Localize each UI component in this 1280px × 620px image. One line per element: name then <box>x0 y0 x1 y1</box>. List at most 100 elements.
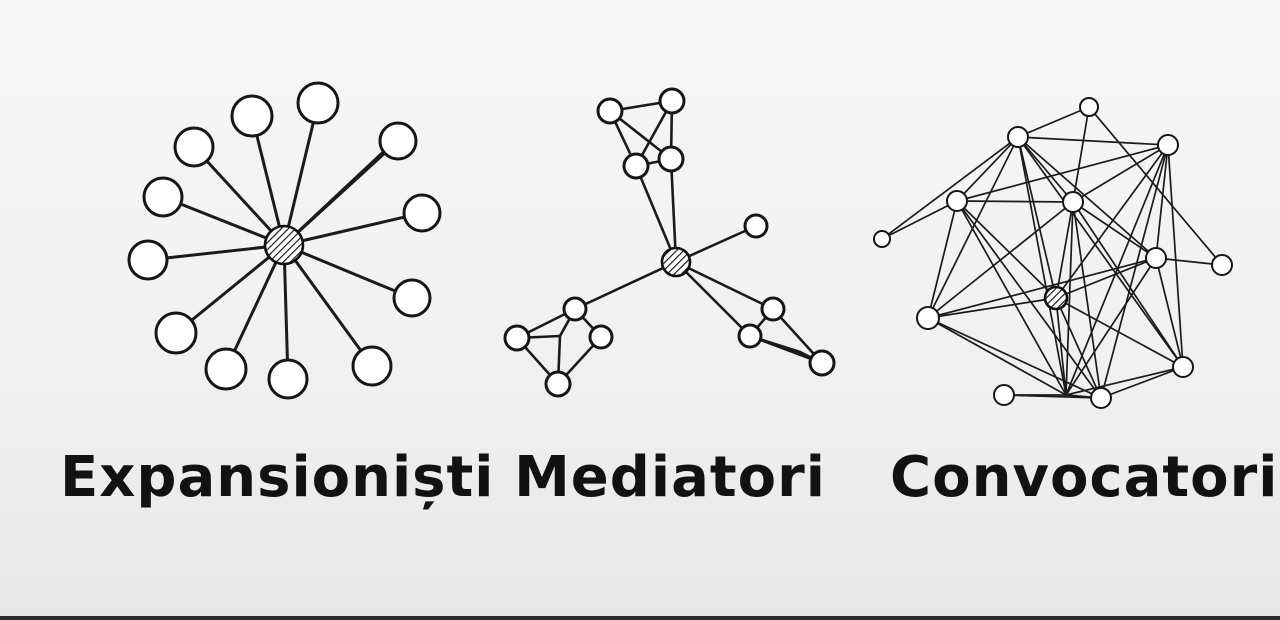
expansionisti-edge-h-s6 <box>174 243 286 335</box>
convocatori-node-n6 <box>1157 134 1179 156</box>
convocatori-node-n12 <box>1172 356 1194 378</box>
expansionisti-node-s5 <box>127 239 169 281</box>
expansionisti-node-s1 <box>296 81 340 125</box>
convocatori-edge-n2-n6 <box>1017 136 1169 146</box>
expansionisti-node-s3 <box>173 126 215 168</box>
expansionisti-node-s4 <box>142 176 184 218</box>
expansionisti-edge-h-s4 <box>161 195 286 247</box>
convocatori-edge-n8-k <box>1055 257 1157 299</box>
convocatori-edge-n1-n2 <box>881 136 1019 240</box>
convocatori-edge-n5-n6 <box>1072 144 1169 203</box>
convocatori-edge-n3-k <box>956 200 1057 299</box>
caption-mediatori: Mediatori <box>514 445 826 510</box>
expansionisti-node-s7 <box>204 347 248 391</box>
convocatori-hub-node <box>1043 285 1069 311</box>
convocatori-edge-n2-n9 <box>927 136 1019 319</box>
expansionisti-edge-h-s7 <box>224 243 286 371</box>
mediatori-node-d1 <box>760 296 786 322</box>
expansionisti-edge-h-s3 <box>192 145 286 247</box>
mediatori-node-a1 <box>596 97 624 125</box>
convocatori-edge-n2-n13 <box>1017 136 1067 396</box>
expansionisti-edge-h-s10 <box>282 243 414 300</box>
expansionisti-edge-h-s1 <box>282 101 320 247</box>
convocatori-node-n10 <box>993 384 1015 406</box>
caption-convocatori: Convocatori <box>890 445 1279 510</box>
expansionisti-edge-h-s9 <box>282 243 374 368</box>
mediatori-edge-m-d2 <box>674 260 752 338</box>
convocatori-edge-n2-n12 <box>1017 136 1184 368</box>
mediatori-edge-a3-m <box>634 164 678 264</box>
convocatori-node-n2 <box>1007 126 1029 148</box>
convocatori-edge-n11-k <box>1055 297 1102 399</box>
expansionisti-edge-h-s11 <box>282 211 424 247</box>
expansionisti-node-s10 <box>392 278 432 318</box>
mediatori-node-c1 <box>562 296 588 322</box>
convocatori-edge-n5-n12 <box>1072 201 1184 368</box>
convocatori-edge-n3-n6 <box>956 144 1169 202</box>
mediatori-node-d2 <box>737 323 763 349</box>
convocatori-edge-n6-n13 <box>1065 144 1169 396</box>
convocatori-edge-n3-n9 <box>927 200 958 319</box>
page-bottom-edge <box>0 616 1280 620</box>
convocatori-node-n8 <box>1145 247 1167 269</box>
convocatori-node-n7 <box>1211 254 1233 276</box>
convocatori-node-n1 <box>873 230 891 248</box>
caption-expansionisti: Expansioniști <box>60 445 495 510</box>
mediatori-node-c2 <box>503 324 531 352</box>
convocatori-edge-n3-n5 <box>956 200 1074 203</box>
convocatori-edge-n13-k <box>1055 297 1067 396</box>
expansionisti-node-s2 <box>230 94 274 138</box>
mediatori-hub-node <box>660 246 692 278</box>
mediatori-edge-m-d1 <box>674 260 775 311</box>
convocatori-edge-n5-n9 <box>927 201 1074 319</box>
expansionisti-node-s8 <box>267 358 309 400</box>
convocatori-edge-n8-n12 <box>1155 257 1184 368</box>
network-expansionisti <box>127 81 442 400</box>
convocatori-node-n9 <box>916 306 940 330</box>
convocatori-edge-n7-n8 <box>1155 257 1223 266</box>
mediatori-node-c3 <box>588 324 614 350</box>
network-convocatori <box>873 97 1233 409</box>
convocatori-node-n4 <box>1079 97 1099 117</box>
convocatori-node-n3 <box>946 190 968 212</box>
convocatori-edge-n1-n3 <box>881 200 958 240</box>
convocatori-node-n5 <box>1062 191 1084 213</box>
convocatori-edge-n5-n8 <box>1072 201 1157 259</box>
convocatori-edge-n4-n7 <box>1088 106 1223 266</box>
convocatori-edge-n11-n12 <box>1100 366 1184 399</box>
mediatori-node-c4 <box>544 370 572 398</box>
network-mediatori <box>503 87 836 398</box>
convocatori-edge-n5-n11 <box>1072 201 1102 399</box>
mediatori-edge-m-c1 <box>573 260 678 311</box>
convocatori-edge-n9-n13 <box>927 317 1067 396</box>
convocatori-edge-n12-k <box>1055 297 1184 368</box>
convocatori-edge-n5-k <box>1055 201 1074 299</box>
expansionisti-edge-h-s13 <box>282 139 397 247</box>
convocatori-edge-n6-n11 <box>1100 144 1169 399</box>
expansionisti-edge-h-s2 <box>250 114 286 247</box>
convocatori-edge-n9-k <box>927 297 1057 319</box>
expansionisti-hub-node <box>263 224 305 266</box>
convocatori-node-n11 <box>1090 387 1112 409</box>
convocatori-edge-n8-n9 <box>927 257 1157 319</box>
convocatori-edge-n3-n11 <box>956 200 1102 399</box>
mediatori-node-a4 <box>657 145 685 173</box>
convocatori-edge-n3-n13 <box>956 200 1067 396</box>
expansionisti-edge-h-s5 <box>146 243 286 262</box>
mediatori-edge-a4-m <box>669 157 678 264</box>
convocatori-edge-n2-n4 <box>1017 106 1090 138</box>
convocatori-edge-n2-n8 <box>1017 136 1157 259</box>
mediatori-node-d3 <box>808 349 836 377</box>
convocatori-edge-n8-n13 <box>1065 257 1157 396</box>
convocatori-edge-n2-n5 <box>1017 136 1074 203</box>
convocatori-edge-n12-n13 <box>1065 366 1184 396</box>
mediatori-node-a3 <box>622 152 650 180</box>
mediatori-node-b <box>743 213 769 239</box>
convocatori-edge-n6-k <box>1055 144 1169 299</box>
expansionisti-node-s6 <box>154 311 198 355</box>
convocatori-edge-n9-n11 <box>927 317 1102 399</box>
mediatori-node-a2 <box>658 87 686 115</box>
convocatori-edge-n5-n13 <box>1065 201 1074 396</box>
